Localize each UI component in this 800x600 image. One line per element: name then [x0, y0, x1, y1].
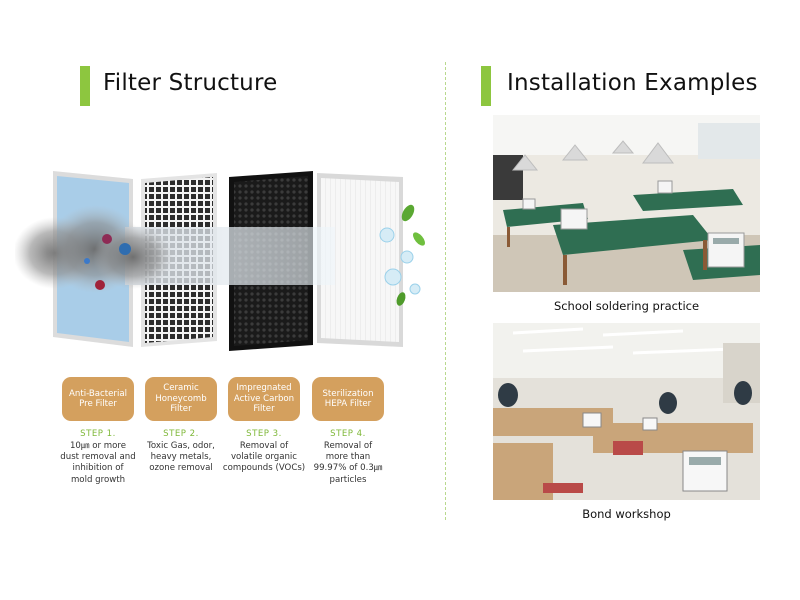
filter-layers-illustration	[13, 165, 455, 365]
title-accent-bar	[80, 66, 90, 106]
installation-examples-title: Installation Examples	[507, 70, 758, 96]
step-1-label: STEP 1.	[80, 429, 116, 439]
carbon-filter-badge: Impregnated Active Carbon Filter	[228, 377, 300, 421]
pre-filter-badge: Anti-Bacterial Pre Filter	[62, 377, 134, 421]
honeycomb-filter-badge: Ceramic Honeycomb Filter	[145, 377, 217, 421]
filter-structure-title: Filter Structure	[103, 70, 278, 96]
hepa-filter-panel	[317, 173, 403, 347]
title-accent-bar-right	[481, 66, 491, 106]
bond-workshop-photo	[493, 323, 760, 500]
step-2-description: Toxic Gas, odor, heavy metals, ozone rem…	[147, 441, 215, 474]
bond-workshop-caption: Bond workshop	[582, 507, 671, 521]
step-2-label: STEP 2.	[163, 429, 199, 439]
step-3-label: STEP 3.	[246, 429, 282, 439]
hepa-filter-badge: Sterilization HEPA Filter	[312, 377, 384, 421]
school-soldering-photo	[493, 115, 760, 292]
step-3-description: Removal of volatile organic compounds (V…	[222, 441, 306, 474]
step-4-description: Removal of more than 99.97% of 0.3㎛ part…	[313, 441, 383, 485]
school-soldering-caption: School soldering practice	[553, 299, 700, 313]
step-4-label: STEP 4.	[330, 429, 366, 439]
column-divider	[445, 62, 446, 520]
step-1-description: 10㎛ or more dust removal and inhibition …	[60, 441, 136, 485]
